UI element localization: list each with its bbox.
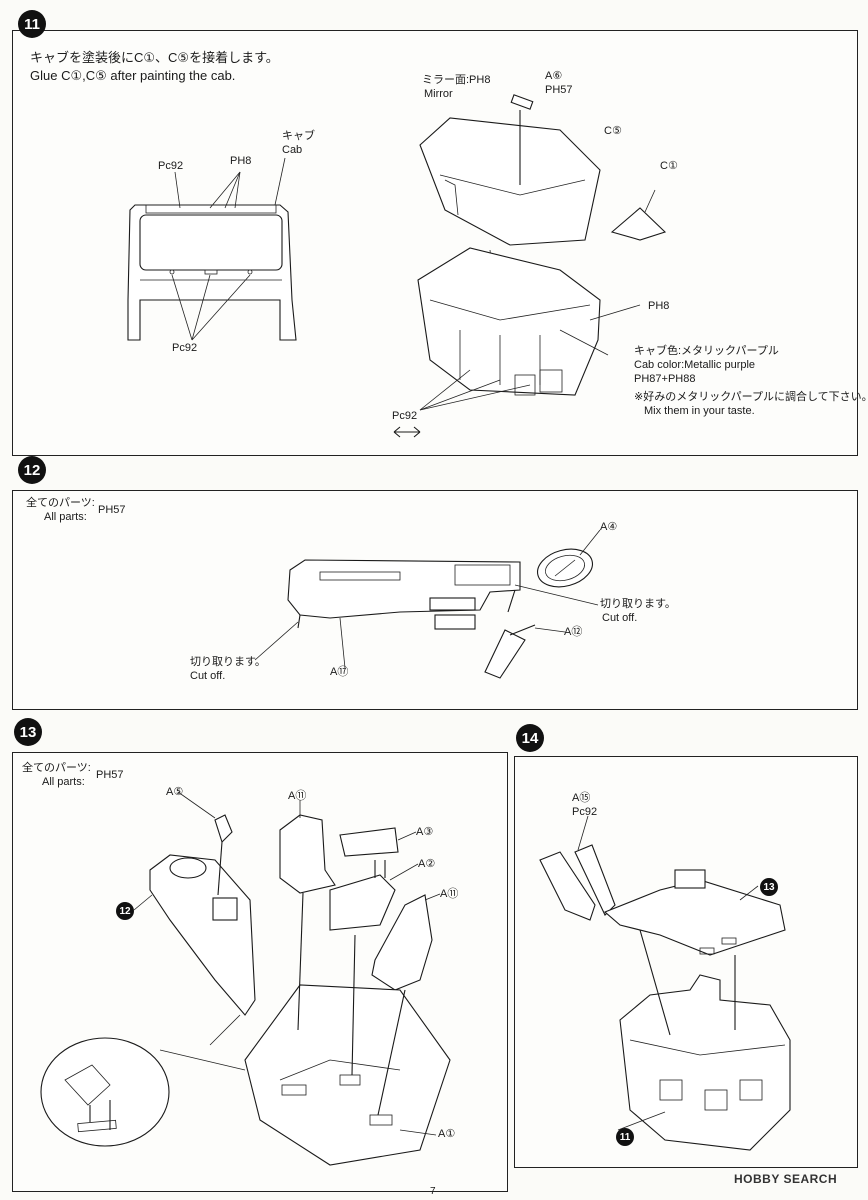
step-14-number: 14 — [516, 724, 544, 752]
cut-off-left-jp: 切り取ります。 — [190, 656, 266, 668]
step-13-number: 13 — [14, 718, 42, 746]
part-c1-label: C① — [660, 160, 678, 172]
cab-color-jp: キャブ色:メタリックパープル — [634, 345, 779, 357]
mirror-label-en: Mirror — [424, 88, 453, 100]
step-12-reference: 12 — [116, 902, 134, 920]
step-11-instruction-en: Glue C①,C⑤ after painting the cab. — [30, 68, 236, 83]
step-11-number: 11 — [18, 10, 46, 38]
step-12-number: 12 — [18, 456, 46, 484]
step-13-reference: 13 — [760, 878, 778, 896]
part-a6-label: A⑥ — [545, 70, 563, 82]
part-c5-label: C⑤ — [604, 125, 622, 137]
part-a4-label: A④ — [600, 521, 618, 533]
hobby-search-logo: HOBBY SEARCH — [734, 1172, 838, 1186]
step-12-all-parts-en: All parts: — [44, 511, 87, 523]
paint-code-ph8-top: PH8 — [230, 155, 252, 167]
cut-off-left-en: Cut off. — [190, 670, 226, 682]
part-a2-label: A② — [418, 858, 436, 870]
cut-off-right-jp: 切り取ります。 — [600, 598, 676, 610]
step-12-all-parts-code: PH57 — [98, 504, 126, 516]
part-a5-label: A⑤ — [166, 786, 184, 798]
cab-color-en: Cab color:Metallic purple — [634, 359, 756, 371]
step-13-all-parts-code: PH57 — [96, 769, 124, 781]
step-11-instruction-jp: キャブを塗装後にC①、C⑤を接着します。 — [30, 50, 279, 65]
mirror-label-jp: ミラー面:PH8 — [422, 74, 491, 86]
page-number: 7 — [430, 1186, 436, 1197]
cab-label-jp: キャブ — [282, 130, 315, 142]
cut-off-right-en: Cut off. — [602, 612, 638, 624]
cab-label-en: Cab — [282, 144, 303, 156]
color-note-jp: ※好みのメタリックパープルに調合して下さい。 — [634, 391, 868, 403]
color-note-en: Mix them in your taste. — [644, 405, 755, 417]
part-a3-label: A③ — [416, 826, 434, 838]
paint-code-pc92-top: Pc92 — [158, 160, 184, 172]
step-13-all-parts-en: All parts: — [42, 776, 85, 788]
step-11-reference: 11 — [616, 1128, 634, 1146]
paint-code-pc92-lower: Pc92 — [392, 410, 418, 422]
step-14-panel — [514, 756, 858, 1168]
part-a12-label: A⑫ — [564, 626, 583, 638]
step-12-panel — [12, 490, 858, 710]
paint-code-pc92: Pc92 — [572, 806, 598, 818]
part-a1-label: A① — [438, 1128, 456, 1140]
part-a15-label: A⑮ — [572, 792, 591, 804]
part-a11-right-label: A⑪ — [440, 888, 459, 900]
step-12-all-parts-jp: 全てのパーツ: — [26, 497, 95, 509]
part-a6-paint: PH57 — [545, 84, 573, 96]
step-13-panel — [12, 752, 508, 1192]
step-13-all-parts-jp: 全てのパーツ: — [22, 762, 91, 774]
part-a11-top-label: A⑪ — [288, 790, 307, 802]
paint-code-pc92-bottom: Pc92 — [172, 342, 198, 354]
part-a17-label: A⑰ — [330, 666, 349, 678]
cab-color-mix-code: PH87+PH88 — [634, 373, 696, 385]
paint-code-ph8-right: PH8 — [648, 300, 670, 312]
